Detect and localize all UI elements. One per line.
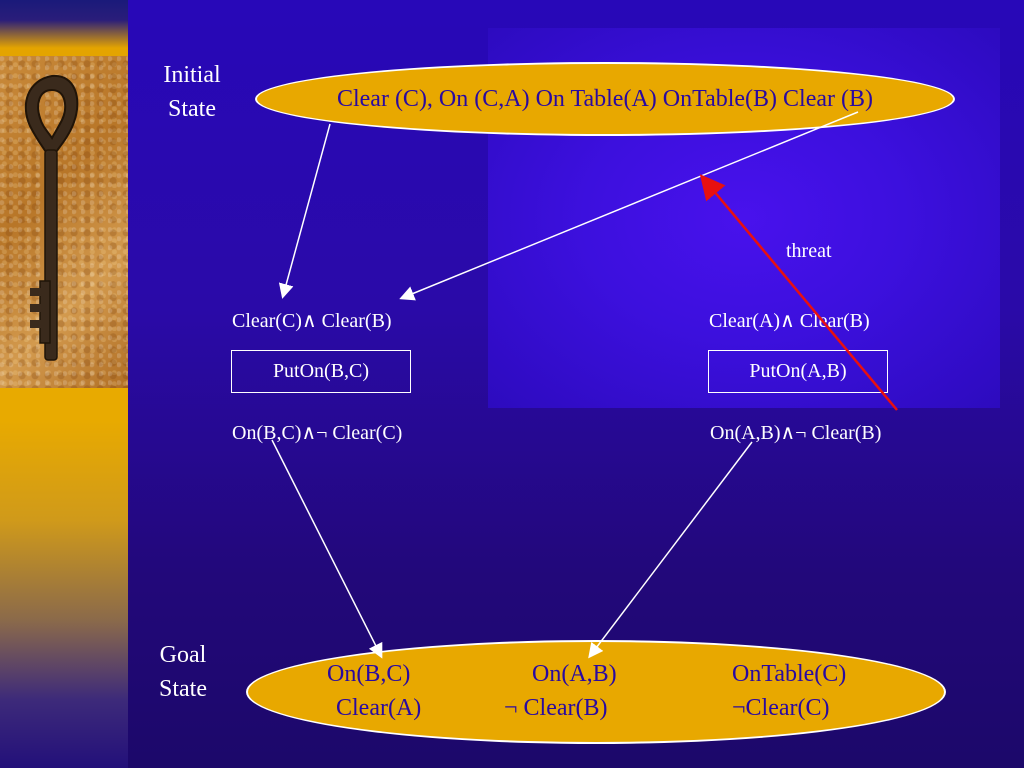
goal-state-label-line1: Goal xyxy=(159,642,207,668)
left-effect: On(B,C)∧¬ Clear(C) xyxy=(232,422,403,444)
goal-state-label: Goal State xyxy=(146,638,220,706)
side-strip xyxy=(0,0,128,768)
key-photo-image xyxy=(0,56,128,388)
key-icon xyxy=(24,74,79,361)
goal-item: ¬ Clear(B) xyxy=(504,695,608,721)
goal-item: ¬Clear(C) xyxy=(732,695,830,721)
goal-item: On(A,B) xyxy=(532,661,617,687)
goal-state-ellipse xyxy=(246,640,946,744)
initial-state-label-line1: Initial xyxy=(163,62,221,88)
right-effect: On(A,B)∧¬ Clear(B) xyxy=(710,422,882,444)
initial-state-label: Initial State xyxy=(150,58,234,126)
left-action-box: PutOn(B,C) xyxy=(231,350,411,393)
right-action-box: PutOn(A,B) xyxy=(708,350,888,393)
goal-state-label-line2: State xyxy=(159,676,207,702)
goal-item: OnTable(C) xyxy=(732,661,847,687)
initial-state-label-line2: State xyxy=(168,96,216,122)
threat-label: threat xyxy=(786,240,832,262)
right-action-label: PutOn(A,B) xyxy=(749,360,847,382)
right-precondition: Clear(A)∧ Clear(B) xyxy=(709,310,870,332)
initial-state-text: Clear (C), On (C,A) On Table(A) OnTable(… xyxy=(336,85,874,112)
goal-item: Clear(A) xyxy=(336,695,422,721)
initial-state-ellipse: Clear (C), On (C,A) On Table(A) OnTable(… xyxy=(255,62,955,136)
left-precondition: Clear(C)∧ Clear(B) xyxy=(232,310,392,332)
goal-item: On(B,C) xyxy=(327,661,411,687)
left-action-label: PutOn(B,C) xyxy=(272,360,370,382)
